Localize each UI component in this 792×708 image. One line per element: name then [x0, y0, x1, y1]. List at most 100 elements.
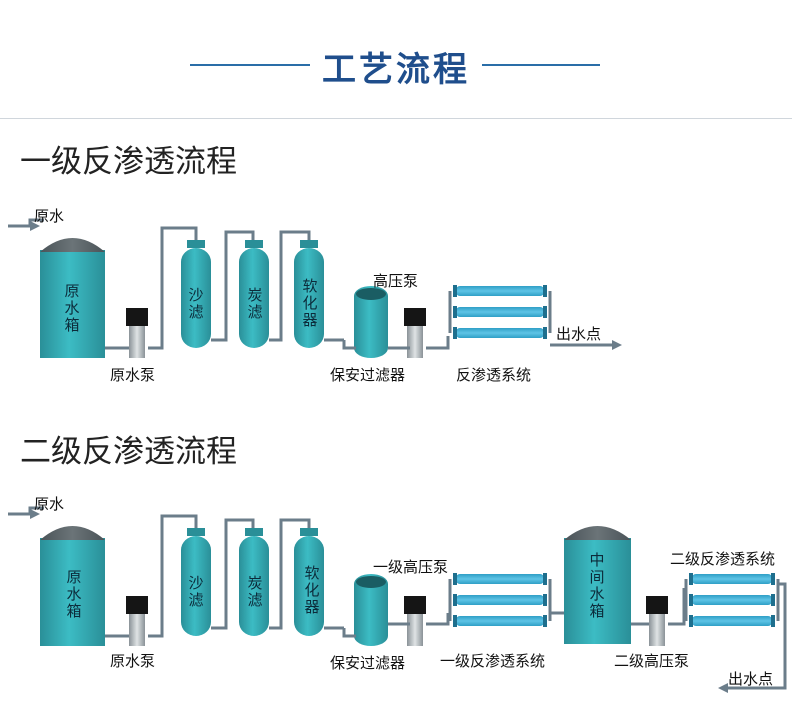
- d2-raw-inlet-arrow: [30, 509, 40, 519]
- d2-ro1-label: 一级反渗透系统: [440, 652, 546, 670]
- d1-ro-membrane-endcap-left: [453, 306, 457, 318]
- d1-tank-label: 原水箱: [64, 282, 80, 334]
- d1-raw-water-label: 原水: [34, 207, 65, 225]
- d1-outlet-label: 出水点: [556, 325, 602, 343]
- d2-outlet-label: 出水点: [728, 670, 774, 688]
- diagram2-title: 二级反渗透流程: [20, 434, 237, 470]
- d2-sand-carbon-pipe: [211, 518, 255, 630]
- d2-security-filter-top: [356, 576, 386, 588]
- d1-sand-carbon-pipe: [211, 230, 255, 342]
- d1-softener-body: [294, 248, 324, 348]
- d2-hp-pump2-casing: [649, 614, 665, 646]
- d1-hp-pump-motor: [404, 308, 426, 326]
- d2-ro1-membrane: [456, 616, 544, 626]
- d2-hp-pump1-label: 一级高压泵: [373, 558, 449, 576]
- d2-outlet-arrow: [718, 683, 728, 693]
- d1-raw-pump-casing: [129, 326, 145, 358]
- d1-security-inlet-pipe: [342, 340, 356, 350]
- d2-ro2-membrane: [692, 574, 772, 584]
- d2-ro1-membrane: [456, 595, 544, 605]
- d1-security-filter-body: [354, 286, 388, 358]
- d2-raw-tank-dome: [40, 526, 105, 540]
- d2-ro1-membrane: [456, 574, 544, 584]
- d2-sand-filter-body: [181, 536, 211, 636]
- d1-pump-label: 原水泵: [110, 366, 156, 384]
- d1-softener-cap: [300, 240, 318, 248]
- d1-ro-membrane-endcap-right: [543, 327, 547, 339]
- d2-mid-tank-dome: [564, 526, 631, 540]
- d2-ro2-membrane-endcap-right: [771, 573, 775, 585]
- d2-ro2-membrane-endcap-right: [771, 615, 775, 627]
- d1-raw-tank-body: [40, 250, 105, 358]
- d2-softener-cap: [300, 528, 318, 536]
- d2-ro1-membrane-endcap-left: [453, 573, 457, 585]
- d2-hp-pump2-label: 二级高压泵: [614, 652, 690, 670]
- d2-ro1-membrane-endcap-right: [543, 573, 547, 585]
- d1-sand-filter-label: 沙滤: [188, 286, 204, 321]
- d1-pump-sand-pipe: [148, 226, 198, 350]
- d2-security-inlet-pipe: [342, 628, 356, 638]
- d2-pump-ro1-pipe: [426, 613, 450, 626]
- d2-security-filter-body: [354, 574, 388, 646]
- diagram1-title: 一级反渗透流程: [20, 144, 237, 180]
- d1-ro-membrane-endcap-right: [543, 285, 547, 297]
- title-rule-right: [482, 64, 600, 66]
- d2-outlet-pipe: [728, 582, 787, 690]
- d1-ro-membrane-endcap-right: [543, 306, 547, 318]
- d1-ro-membrane-endcap-left: [453, 285, 457, 297]
- d1-hp-pump-casing: [407, 326, 423, 358]
- d2-sand-filter-cap: [187, 528, 205, 536]
- d1-softener-label: 软化器: [302, 277, 318, 329]
- d1-outlet-arrow: [612, 340, 622, 350]
- section-divider: [0, 118, 792, 119]
- d2-ro1-membrane-endcap-right: [543, 615, 547, 627]
- d2-pump-sand-pipe: [148, 514, 198, 638]
- d2-carbon-filter-label: 炭滤: [247, 574, 263, 609]
- d1-carbon-filter-label: 炭滤: [247, 286, 263, 321]
- d2-mid-tank-body: [564, 538, 631, 644]
- d2-mid-tank-label: 中间水箱: [589, 551, 605, 620]
- d2-raw-pump-casing: [129, 614, 145, 646]
- d2-raw-tank-body: [40, 538, 105, 646]
- d2-ro2-membrane: [692, 616, 772, 626]
- d2-ro1-membrane-endcap-left: [453, 594, 457, 606]
- d1-ro-membrane: [456, 328, 544, 338]
- title-rule-left: [190, 64, 310, 66]
- d1-carbon-filter-cap: [245, 240, 263, 248]
- d1-pump-ro-pipe: [426, 336, 450, 350]
- d2-ro2-membrane: [692, 595, 772, 605]
- d1-sand-filter-body: [181, 248, 211, 348]
- d1-raw-tank-dome: [40, 238, 105, 252]
- d2-softener-body: [294, 536, 324, 636]
- d2-hp-pump1-casing: [407, 614, 423, 646]
- d2-ro2-membrane-endcap-right: [771, 594, 775, 606]
- d2-ro2-membrane-endcap-left: [689, 573, 693, 585]
- d1-ro-membrane-endcap-left: [453, 327, 457, 339]
- d2-sand-filter-label: 沙滤: [188, 574, 204, 609]
- d2-tank-label: 原水箱: [66, 568, 82, 620]
- page-title: 工艺流程: [322, 50, 470, 90]
- d1-ro-label: 反渗透系统: [456, 366, 532, 384]
- d1-ro-membrane: [456, 307, 544, 317]
- d1-security-filter-label: 保安过滤器: [330, 366, 406, 384]
- d2-security-filter-label: 保安过滤器: [330, 654, 406, 672]
- d2-ro2-membrane-endcap-left: [689, 615, 693, 627]
- d1-sand-filter-cap: [187, 240, 205, 248]
- d2-carbon-filter-cap: [245, 528, 263, 536]
- d2-raw-pump-motor: [126, 596, 148, 614]
- d2-ro2-membrane-endcap-left: [689, 594, 693, 606]
- d2-softener-label: 软化器: [304, 564, 320, 616]
- d2-hp-pump2-motor: [646, 596, 668, 614]
- d1-ro-membrane: [456, 286, 544, 296]
- d2-ro1-membrane-endcap-left: [453, 615, 457, 627]
- d2-hp-pump1-motor: [404, 596, 426, 614]
- d2-ro1-membrane-endcap-right: [543, 594, 547, 606]
- d2-ro2-label: 二级反渗透系统: [670, 550, 776, 568]
- d1-raw-inlet-arrow: [30, 221, 40, 231]
- d1-carbon-softener-pipe: [269, 230, 311, 342]
- d1-raw-pump-motor: [126, 308, 148, 326]
- d1-hp-pump-label: 高压泵: [373, 272, 419, 290]
- d2-carbon-softener-pipe: [269, 518, 311, 630]
